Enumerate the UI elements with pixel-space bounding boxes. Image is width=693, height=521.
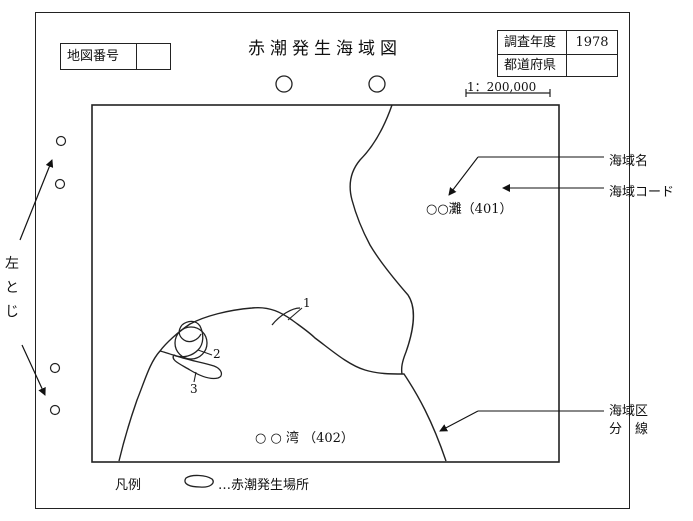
red-tide-site-1 <box>271 307 301 326</box>
site-number-3: 3 <box>190 382 198 396</box>
red-tide-site-2 <box>174 326 208 360</box>
diagram-title: 赤潮発生海域図 <box>248 39 402 59</box>
prefecture-value-cell[interactable] <box>566 54 618 77</box>
binding-arrow-up <box>19 159 54 241</box>
site-2-leader <box>197 349 213 356</box>
binding-hole-1 <box>55 135 67 147</box>
binding-hole-2 <box>54 178 66 190</box>
callout-sea-area-name: 海域名 <box>609 154 649 169</box>
legend-item-text: …赤潮発生場所 <box>218 478 310 493</box>
sea-area-label-401: ○○灘（401） <box>426 202 513 217</box>
sea-area-label-402: ○ ○ 湾 （402） <box>255 431 354 446</box>
binding-hole-3 <box>49 362 61 374</box>
survey-year-value: 1978 <box>575 35 609 50</box>
map-number-value-cell[interactable] <box>136 43 171 70</box>
site-3-leader <box>193 371 197 383</box>
red-tide-site-3 <box>172 354 223 380</box>
legend-red-tide-symbol <box>184 474 214 488</box>
coastline-inlet-upper <box>178 324 202 343</box>
coastline <box>118 306 447 462</box>
sea-division-callout-arrow <box>439 410 479 432</box>
callout-sea-area-code: 海域コード <box>609 185 675 200</box>
site-1-leader <box>287 307 303 321</box>
binding-label: 左とじ <box>5 256 19 320</box>
sea-area-name-callout-arrow-tip <box>448 156 479 196</box>
map-frame <box>91 104 560 463</box>
binding-hole-4 <box>49 404 61 416</box>
page-frame <box>35 12 630 509</box>
callout-sea-division-line-1: 海域区 <box>609 404 649 419</box>
site-number-1: 1 <box>303 296 311 310</box>
callout-sea-division-line-2: 分 線 <box>609 422 649 437</box>
prefecture-label: 都道府県 <box>504 58 557 73</box>
survey-year-label: 調査年度 <box>504 35 557 50</box>
sea-division-line <box>349 104 415 375</box>
scale-bar <box>465 89 551 97</box>
punch-hole-top-right <box>368 75 386 93</box>
binding-arrow-down <box>21 344 46 396</box>
site-number-2: 2 <box>213 347 221 361</box>
scale-text: 1：200,000 <box>467 80 537 94</box>
map-number-label: 地図番号 <box>67 49 120 64</box>
legend-label: 凡例 <box>115 478 142 493</box>
punch-hole-top-left <box>275 75 293 93</box>
